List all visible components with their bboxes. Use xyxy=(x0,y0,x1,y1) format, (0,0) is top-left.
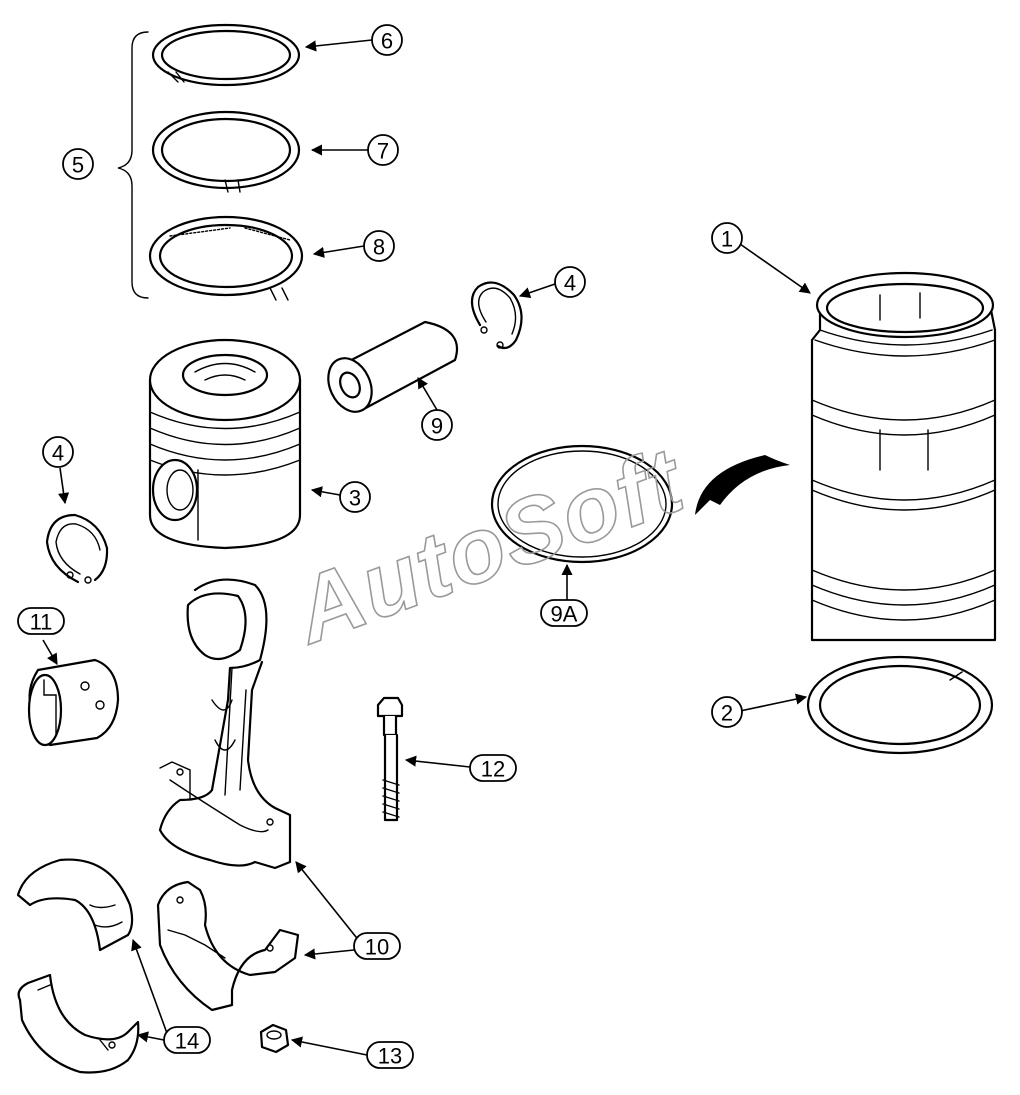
ring-set-brace xyxy=(117,31,149,299)
callout-9: 9 xyxy=(421,409,453,441)
svg-text:4: 4 xyxy=(52,441,64,466)
svg-text:12: 12 xyxy=(481,757,505,782)
callout-10: 10 xyxy=(353,932,401,960)
second-compression-ring xyxy=(151,110,301,193)
oil-control-ring xyxy=(148,215,304,301)
small-end-bushing xyxy=(27,658,120,747)
callout-6: 6 xyxy=(371,24,403,56)
callout-8: 8 xyxy=(363,230,395,262)
piston-pin xyxy=(327,320,459,413)
autosoft-watermark: AutoSoft xyxy=(280,428,698,663)
callout-4-left: 4 xyxy=(42,436,74,468)
svg-text:3: 3 xyxy=(349,486,361,511)
leader-lines xyxy=(42,39,811,1056)
liner-seal-ring xyxy=(806,655,994,755)
piston-pin-circlip-right xyxy=(470,281,523,350)
hex-nut xyxy=(259,1023,290,1054)
callout-2: 2 xyxy=(711,696,743,728)
svg-text:1: 1 xyxy=(721,227,733,252)
svg-text:5: 5 xyxy=(72,153,84,178)
cylinder-liner xyxy=(810,271,997,642)
svg-text:10: 10 xyxy=(365,935,389,960)
piston xyxy=(148,338,302,550)
installation-arrow xyxy=(695,455,790,515)
svg-text:2: 2 xyxy=(721,701,733,726)
svg-text:7: 7 xyxy=(377,139,389,164)
callout-1: 1 xyxy=(711,222,743,254)
callout-14: 14 xyxy=(163,1026,211,1054)
svg-text:13: 13 xyxy=(378,1044,402,1069)
bearing-shell-upper xyxy=(16,858,134,952)
callout-3: 3 xyxy=(339,481,371,513)
callout-9a: 9A xyxy=(540,599,588,627)
connecting-rod-bolt xyxy=(376,696,404,822)
svg-text:4: 4 xyxy=(564,271,576,296)
svg-text:9: 9 xyxy=(431,414,443,439)
callout-7: 7 xyxy=(367,134,399,166)
connecting-rod xyxy=(158,578,292,870)
connecting-rod-cap xyxy=(156,880,300,1012)
bearing-shell-lower xyxy=(17,973,140,1074)
callout-12: 12 xyxy=(469,754,517,782)
piston-pin-circlip-left xyxy=(45,513,109,584)
svg-text:14: 14 xyxy=(175,1029,199,1054)
callout-11: 11 xyxy=(17,607,65,635)
svg-text:8: 8 xyxy=(373,235,385,260)
callout-4-right: 4 xyxy=(554,266,586,298)
callout-13: 13 xyxy=(366,1041,414,1069)
svg-text:11: 11 xyxy=(30,610,53,635)
top-compression-ring xyxy=(151,23,301,87)
callout-5: 5 xyxy=(62,148,94,180)
liner-o-ring-9a xyxy=(490,444,674,564)
svg-text:6: 6 xyxy=(381,29,393,54)
svg-text:9A: 9A xyxy=(551,602,578,627)
